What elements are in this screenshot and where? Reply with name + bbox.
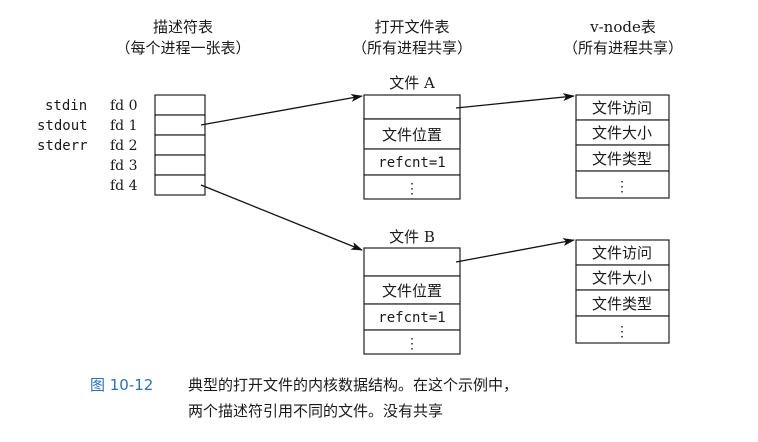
fd-label-1: fd 1 bbox=[110, 118, 138, 134]
open-file-b-ellipsis: ⋮ bbox=[405, 336, 419, 352]
open-file-a-position: 文件位置 bbox=[382, 126, 442, 144]
vnode-b-slot-access bbox=[575, 239, 670, 266]
vnode-b-slot-type bbox=[575, 289, 670, 317]
vnode-b-slot-more bbox=[575, 315, 670, 344]
arrow-file-a-to-vnode-a bbox=[455, 93, 575, 109]
open-file-a-slot-more bbox=[363, 174, 461, 200]
arrow-fd4-to-file-b bbox=[200, 184, 363, 251]
open-file-b-slot-refcnt bbox=[363, 303, 461, 331]
open-file-b: 文件 B 文件位置 refcnt=1 ⋮ bbox=[363, 228, 461, 355]
arrow-file-b-to-vnode-b bbox=[455, 238, 575, 263]
vnode-b-ellipsis: ⋮ bbox=[615, 324, 629, 340]
vnode-a-slot-access bbox=[575, 94, 670, 121]
vnode-a: 文件访问 文件大小 文件类型 ⋮ bbox=[575, 94, 670, 199]
descriptor-slot-1 bbox=[154, 114, 206, 136]
stream-label-stderr: stderr bbox=[37, 138, 88, 154]
vnode-b-access: 文件访问 bbox=[592, 244, 652, 262]
open-file-table-title: 打开文件表 bbox=[374, 18, 449, 36]
descriptor-table: stdin stdout stderr fd 0 fd 1 fd 2 fd 3 … bbox=[37, 94, 206, 196]
open-file-a: 文件 A 文件位置 refcnt=1 ⋮ bbox=[363, 74, 461, 200]
vnode-a-ellipsis: ⋮ bbox=[615, 179, 629, 195]
vnode-a-slot-more bbox=[575, 170, 670, 199]
descriptor-slot-3 bbox=[154, 154, 206, 176]
open-file-b-slot-top bbox=[363, 247, 461, 277]
descriptor-slot-0 bbox=[154, 94, 206, 116]
open-file-table-subtitle: （所有进程共享） bbox=[352, 39, 472, 57]
vnode-table-title: v-node表 bbox=[589, 18, 656, 36]
vnode-a-type: 文件类型 bbox=[592, 150, 652, 168]
descriptor-slot-4 bbox=[154, 174, 206, 196]
figure-caption: 图 10-12 典型的打开文件的内核数据结构。在这个示例中， 两个描述符引用不同… bbox=[90, 376, 518, 420]
stream-label-stdin: stdin bbox=[45, 98, 87, 114]
open-file-b-refcnt: refcnt=1 bbox=[378, 310, 445, 326]
open-file-a-ellipsis: ⋮ bbox=[405, 181, 419, 197]
vnode-a-access: 文件访问 bbox=[592, 99, 652, 117]
fd-label-4: fd 4 bbox=[110, 178, 138, 194]
open-file-a-label: 文件 A bbox=[389, 74, 435, 92]
fd-label-2: fd 2 bbox=[110, 138, 138, 154]
descriptor-slot-2 bbox=[154, 134, 206, 156]
open-file-b-label: 文件 B bbox=[389, 228, 435, 246]
open-file-b-slot-more bbox=[363, 329, 461, 355]
open-file-a-refcnt: refcnt=1 bbox=[378, 155, 445, 171]
vnode-b-type: 文件类型 bbox=[592, 295, 652, 313]
caption-line-2: 两个描述符引用不同的文件。没有共享 bbox=[188, 402, 443, 420]
stream-label-stdout: stdout bbox=[37, 118, 88, 134]
caption-line-1: 典型的打开文件的内核数据结构。在这个示例中， bbox=[188, 376, 518, 394]
vnode-b-size: 文件大小 bbox=[592, 269, 652, 287]
caption-number: 图 10-12 bbox=[90, 376, 153, 394]
descriptor-table-subtitle: （每个进程一张表） bbox=[115, 39, 250, 57]
vnode-a-size: 文件大小 bbox=[592, 124, 652, 142]
fd-label-3: fd 3 bbox=[110, 158, 138, 174]
open-file-b-position: 文件位置 bbox=[382, 282, 442, 300]
vnode-table-subtitle: （所有进程共享） bbox=[563, 39, 683, 57]
vnode-b: 文件访问 文件大小 文件类型 ⋮ bbox=[575, 239, 670, 344]
open-file-a-slot-position bbox=[363, 118, 461, 150]
descriptor-table-title: 描述符表 bbox=[153, 18, 213, 36]
fd-label-0: fd 0 bbox=[110, 98, 138, 114]
arrow-fd1-to-file-a bbox=[200, 94, 363, 126]
vnode-a-slot-type bbox=[575, 144, 670, 172]
open-file-a-slot-top bbox=[363, 94, 461, 120]
